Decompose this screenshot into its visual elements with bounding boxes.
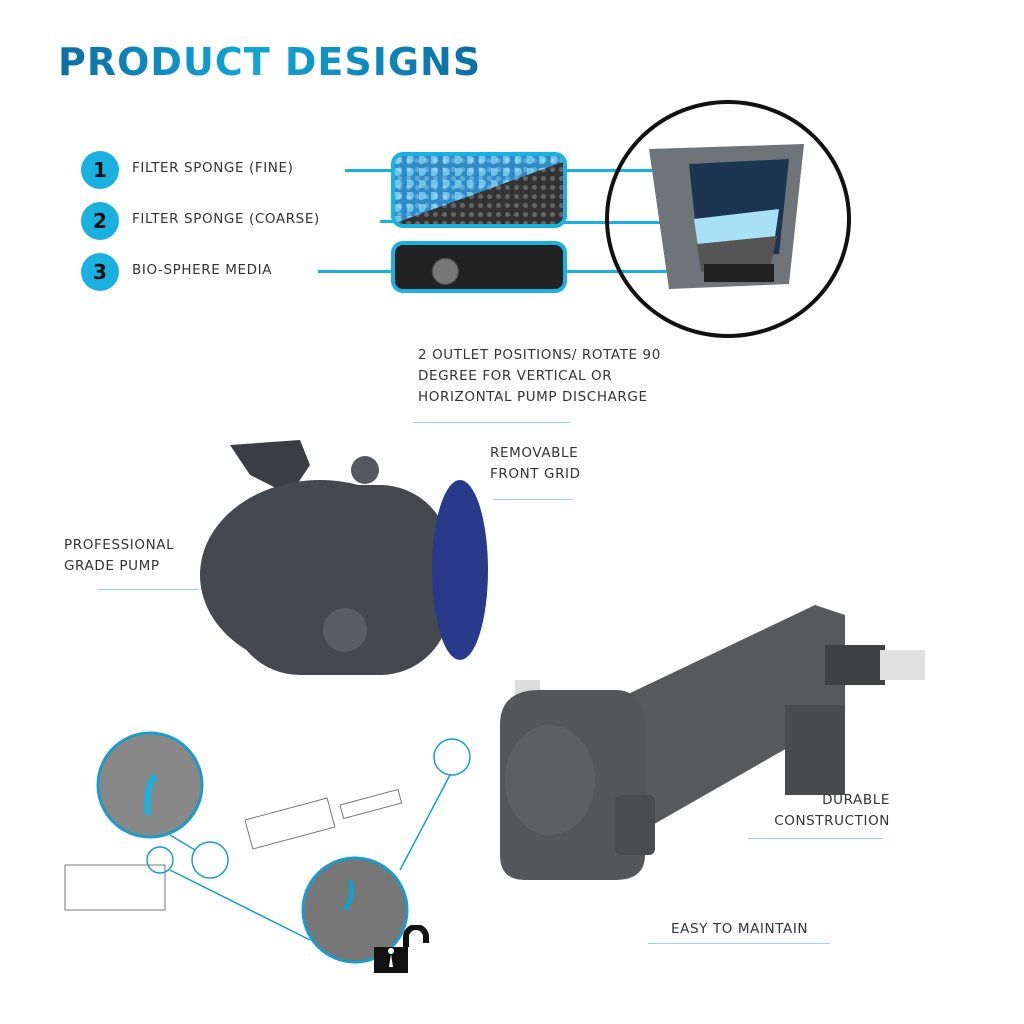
outlet-callout-line bbox=[413, 422, 570, 423]
pump-callout: PROFESSIONAL GRADE PUMP bbox=[64, 537, 175, 574]
badge-3: 3 bbox=[81, 253, 119, 291]
page-title: PRODUCT DESIGNS bbox=[58, 40, 482, 84]
pump-callout-line bbox=[98, 589, 198, 590]
pump-image bbox=[190, 435, 490, 685]
layer-label-coarse: FILTER SPONGE (COARSE) bbox=[132, 211, 320, 227]
bio-media-swatch-image bbox=[391, 241, 567, 293]
layer-label-fine: FILTER SPONGE (FINE) bbox=[132, 160, 294, 176]
maintain-callout: EASY TO MAINTAIN bbox=[671, 921, 809, 937]
maintain-callout-line bbox=[648, 943, 830, 944]
durable-callout-line bbox=[748, 838, 883, 839]
layer-label-bio: BIO-SPHERE MEDIA bbox=[132, 262, 273, 278]
filter-box-cutaway-image bbox=[605, 100, 851, 338]
connector-line-3 bbox=[318, 270, 391, 273]
outlet-callout: 2 OUTLET POSITIONS/ ROTATE 90 DEGREE FOR… bbox=[418, 347, 661, 405]
badge-1: 1 bbox=[81, 151, 119, 189]
uv-clarifier-image bbox=[495, 595, 935, 895]
durable-callout: DURABLE CONSTRUCTION bbox=[774, 792, 890, 829]
badge-2: 2 bbox=[81, 202, 119, 240]
grid-callout-line bbox=[493, 499, 573, 500]
connector-line-1 bbox=[345, 169, 393, 172]
exploded-assembly-diagram bbox=[50, 720, 480, 990]
grid-callout: REMOVABLE FRONT GRID bbox=[490, 445, 581, 482]
unlock-icon bbox=[372, 924, 430, 975]
connector-line-2 bbox=[380, 220, 393, 223]
sponge-swatch-image bbox=[391, 152, 567, 228]
